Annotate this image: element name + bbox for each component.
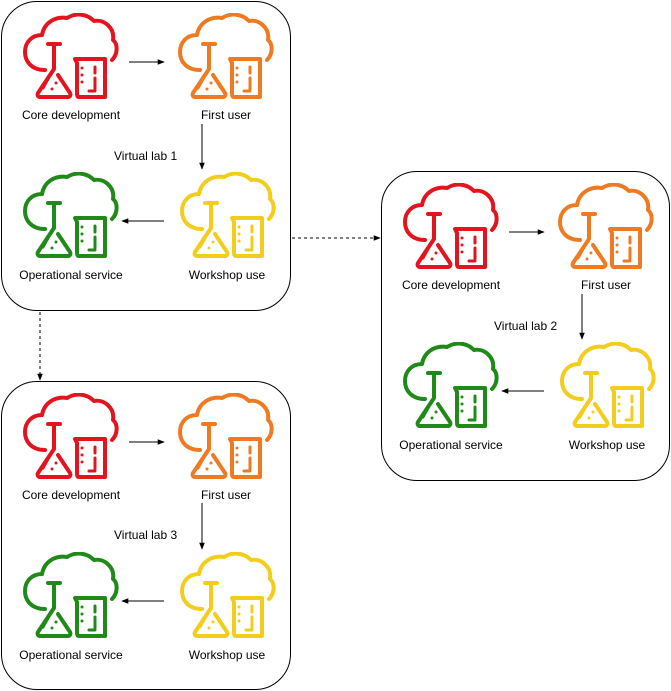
lab-2-title: Virtual lab 2	[494, 319, 558, 333]
lab-3-box	[1, 381, 291, 690]
lab-2-operational-service-label: Operational service	[399, 438, 503, 452]
lab-1-box	[1, 1, 291, 311]
lab-2-box	[381, 171, 670, 481]
lab-1-workshop-use-label: Workshop use	[188, 268, 266, 282]
lab-1-title: Virtual lab 1	[114, 149, 178, 163]
lab-3-first-user-label: First user	[200, 488, 251, 502]
lab-1-first-user-label: First user	[200, 108, 251, 122]
lab-3-core-development-label: Core development	[21, 488, 121, 502]
lab-3-title: Virtual lab 3	[114, 528, 178, 542]
lab-1-operational-service-label: Operational service	[19, 268, 123, 282]
lab-1-core-development-label: Core development	[21, 108, 121, 122]
lab-2-workshop-use-label: Workshop use	[568, 438, 646, 452]
lab-2-first-user-label: First user	[580, 278, 631, 292]
lab-2-core-development-label: Core development	[401, 278, 501, 292]
lab-3-workshop-use-label: Workshop use	[188, 648, 266, 662]
lab-3-operational-service-label: Operational service	[19, 648, 123, 662]
